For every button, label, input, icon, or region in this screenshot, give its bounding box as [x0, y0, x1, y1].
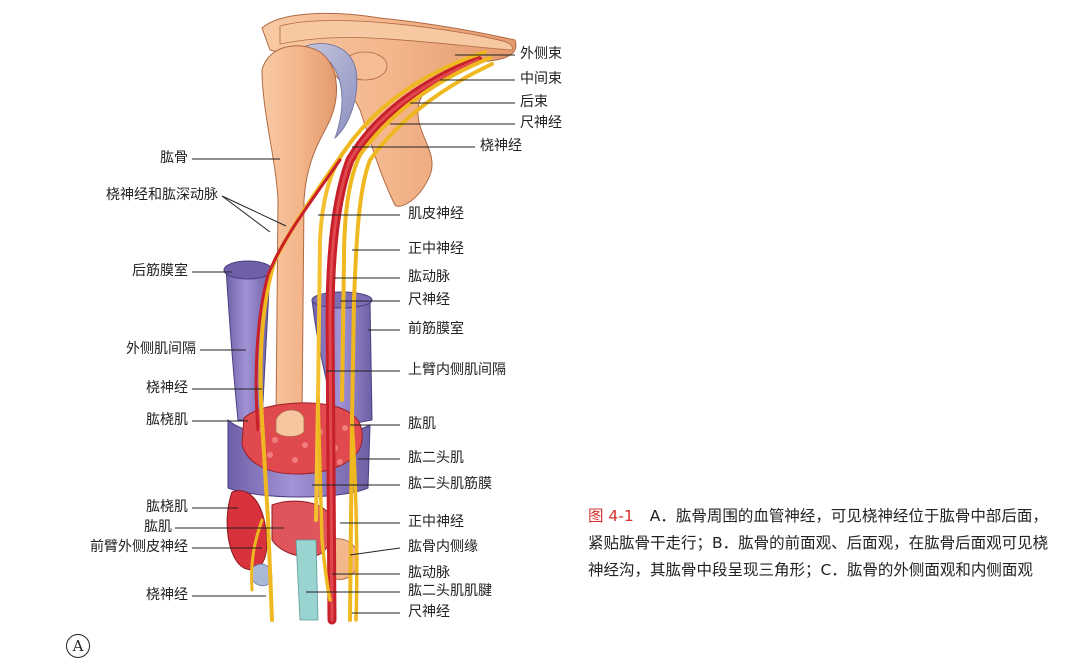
- label-median-nerve-lower: 正中神经: [408, 514, 464, 530]
- label-median-nerve-upper: 正中神经: [408, 241, 464, 257]
- label-radial-nerve-deep-artery: 桡神经和肱深动脉: [20, 187, 218, 203]
- figure-number: 图 4-1: [588, 507, 634, 525]
- label-ulnar-nerve-top: 尺神经: [520, 115, 562, 131]
- forearm-structures: [227, 491, 358, 620]
- label-lateral-cord: 外侧束: [520, 46, 562, 62]
- label-radial-nerve-bottom: 桡神经: [20, 587, 188, 603]
- label-posterior-cord: 后束: [520, 94, 548, 110]
- label-brachioradialis-upper: 肱桡肌: [20, 412, 188, 428]
- caption-text: A．肱骨周围的血管神经，可见桡神经位于肱骨中部后面，紧贴肱骨干走行；B．肱骨的前…: [588, 507, 1048, 579]
- label-medial-intermuscular-septum: 上臂内侧肌间隔: [408, 362, 506, 378]
- label-brachialis-left: 肱肌: [20, 519, 172, 535]
- label-brachioradialis-lower: 肱桡肌: [20, 499, 188, 515]
- label-medial-cord: 中间束: [520, 71, 562, 87]
- label-biceps-brachii: 肱二头肌: [408, 450, 464, 466]
- label-humerus: 肱骨: [20, 150, 188, 166]
- label-brachial-artery-upper: 肱动脉: [408, 269, 450, 285]
- humerus-cut-end: [276, 410, 304, 437]
- label-radial-nerve-top: 桡神经: [480, 138, 522, 154]
- label-ulnar-nerve-bottom: 尺神经: [408, 604, 450, 620]
- label-musculocutaneous-nerve: 肌皮神经: [408, 206, 464, 222]
- label-posterior-compartment: 后筋膜室: [20, 263, 188, 279]
- label-bicipital-aponeurosis: 肱二头肌筋膜: [408, 476, 492, 492]
- label-biceps-tendon: 肱二头肌肌腱: [408, 583, 492, 599]
- panel-letter: A: [66, 634, 90, 658]
- label-ulnar-nerve-mid: 尺神经: [408, 292, 450, 308]
- label-radial-nerve-mid: 桡神经: [20, 380, 188, 396]
- label-anterior-compartment: 前筋膜室: [408, 321, 464, 337]
- label-lateral-intermuscular-septum: 外侧肌间隔: [20, 341, 196, 357]
- label-medial-epicondyle: 肱骨内侧缘: [408, 539, 478, 555]
- label-brachialis-right: 肱肌: [408, 416, 436, 432]
- label-lateral-antebrachial-cutaneous: 前臂外侧皮神经: [20, 539, 188, 555]
- label-brachial-artery-lower: 肱动脉: [408, 565, 450, 581]
